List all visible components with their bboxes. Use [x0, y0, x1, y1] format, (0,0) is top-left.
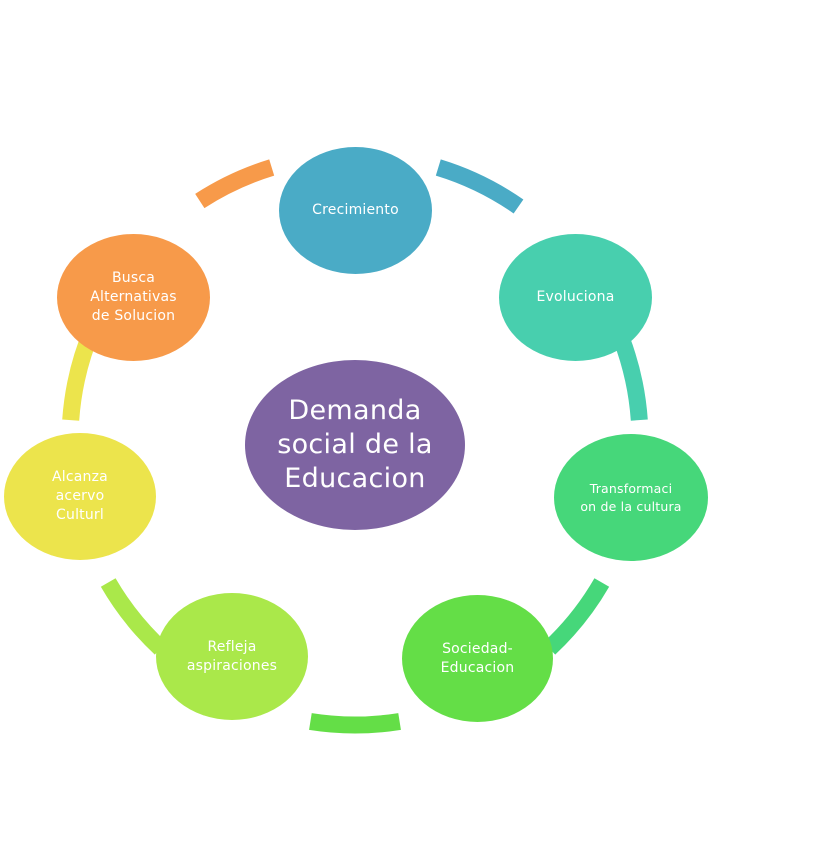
- node-label-line: Busca: [111, 270, 156, 286]
- connector-arc-busca-alternativas: [195, 159, 275, 209]
- node-sociedad-educacion: Sociedad- Educacion: [402, 595, 553, 722]
- node-label-line: Transformaci: [589, 480, 673, 496]
- node-label-line: Crecimiento: [312, 202, 399, 218]
- node-label-line: Educacion: [440, 659, 515, 676]
- node-label-line: acervo: [55, 488, 105, 504]
- center-node-demanda-social: Demanda social de la Educacion: [245, 360, 465, 530]
- node-refleja-aspiraciones: Refleja aspiraciones: [156, 593, 308, 720]
- node-label-line: de Solucion: [91, 308, 176, 324]
- node-label-line: Alternativas: [90, 289, 177, 305]
- node-label-line: Refleja: [207, 638, 257, 655]
- node-label-line: Culturl: [56, 507, 104, 523]
- node-busca-alternativas: Busca Alternativas de Solucion: [57, 234, 210, 361]
- connector-arc-transformacion: [543, 578, 610, 655]
- center-label-line-1: Demanda: [288, 395, 422, 426]
- node-label-line: aspiraciones: [186, 657, 278, 674]
- connector-arc-evoluciona: [613, 334, 648, 421]
- node-alcanza-acervo-culturl: Alcanza acervo Culturl: [4, 433, 156, 560]
- center-label-line-2: social de la: [277, 429, 433, 460]
- center-label-line-3: Educacion: [284, 463, 426, 494]
- connector-arc-refleja-aspiraciones: [100, 578, 167, 655]
- node-label-line: Sociedad-: [442, 640, 513, 657]
- node-label-line: on de la cultura: [580, 498, 682, 514]
- node-transformacion: Transformaci on de la cultura: [554, 434, 708, 561]
- node-crecimiento: Crecimiento: [279, 147, 432, 274]
- node-label-line: Evoluciona: [536, 289, 615, 305]
- node-evoluciona: Evoluciona: [499, 234, 652, 361]
- connector-arc-sociedad-educacion: [309, 713, 401, 734]
- connector-arc-crecimiento: [435, 159, 524, 214]
- node-label-line: Alcanza: [52, 469, 108, 485]
